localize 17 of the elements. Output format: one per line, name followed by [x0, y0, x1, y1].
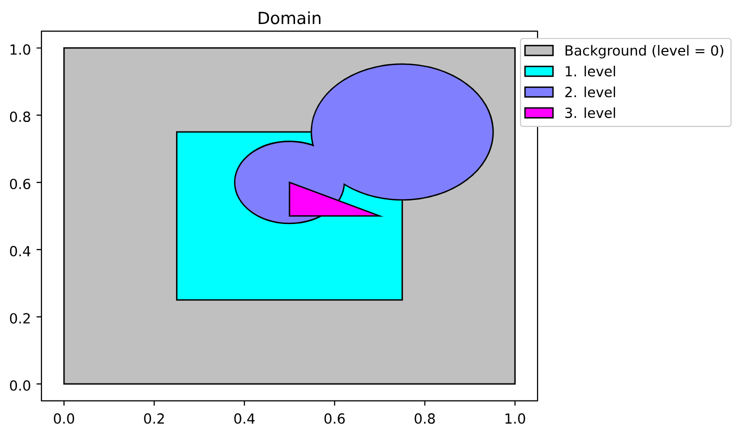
tick-label: 0.0 — [54, 413, 74, 424]
tick-label: 0.2 — [10, 313, 30, 324]
chart-title: Domain — [258, 11, 320, 24]
tick-label: 0.2 — [144, 413, 164, 424]
tick-label: 0.6 — [10, 178, 30, 190]
tick-label: 0.4 — [10, 246, 30, 256]
tick-label: 1.0 — [506, 413, 526, 424]
tick-label: 0.8 — [10, 112, 30, 122]
legend-label: 2. level — [565, 86, 616, 98]
tick-label: 1.0 — [10, 44, 30, 55]
tick-label: 0.8 — [414, 413, 435, 424]
tick-label: 0.0 — [10, 380, 30, 391]
legend-label: 1. level — [566, 66, 616, 76]
tick-label: 0.4 — [234, 413, 255, 424]
tick-label: 0.6 — [324, 413, 345, 424]
legend-label: 3. level — [565, 107, 616, 118]
legend-label: Background (level = 0) — [566, 44, 724, 58]
